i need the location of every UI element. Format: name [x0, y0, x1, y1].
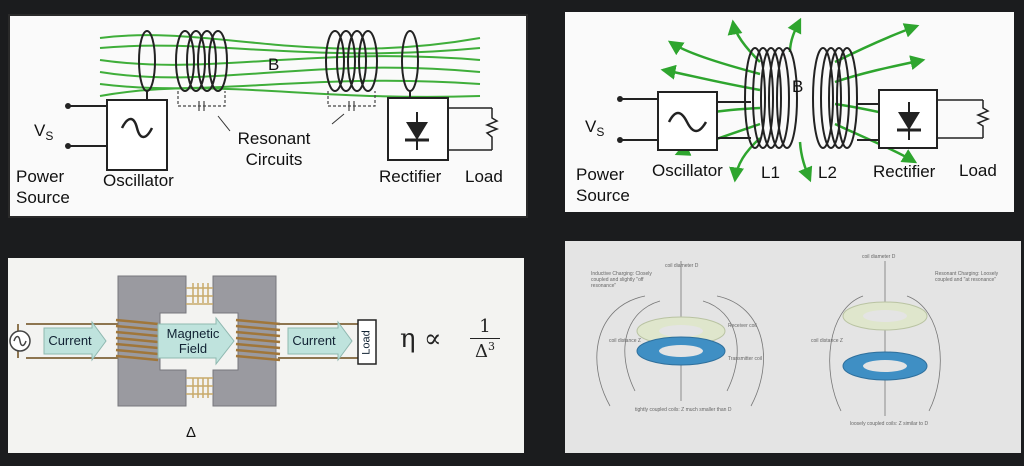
fraction-numerator: 1: [479, 316, 491, 337]
coil-right-single: [401, 30, 419, 92]
inductive-circuit-diagram: [617, 17, 991, 183]
coil-l1-label: L1: [761, 163, 780, 182]
formula-fraction: 1 Δ3: [470, 316, 500, 362]
panel-coil-distance: coil diameter D Inductive Charging: Clos…: [565, 241, 1021, 453]
terminal-bottom: [65, 143, 71, 149]
current-arrow-left: [43, 320, 107, 362]
resonant-circuit-diagram: [65, 30, 500, 171]
field-label: B: [268, 55, 280, 74]
winding-right: [235, 318, 281, 362]
field-lines-right: [829, 261, 941, 416]
right-caption: loosely coupled coils: Z similar to D: [850, 421, 929, 427]
sine-icon: [120, 117, 154, 139]
load-box: [357, 319, 377, 365]
left-caption: tightly coupled coils: Z much smaller th…: [635, 407, 732, 413]
field-arrow: [157, 316, 235, 366]
voltage-source-label: VS: [34, 121, 54, 143]
winding-left: [115, 318, 159, 362]
right-distance-label: coil distance Z: [811, 338, 843, 344]
pointer-arrows: [217, 113, 345, 132]
diode-icon: [897, 102, 921, 140]
core-right: [212, 275, 277, 407]
field-lines-left: [596, 261, 764, 407]
current-left-label: Current: [48, 333, 92, 348]
coil-left-resonant: [175, 30, 228, 92]
coil-distance-diagram: [596, 261, 941, 416]
voltage-source-label: VS: [585, 117, 605, 139]
current-right-label: Current: [292, 333, 336, 348]
terminal-top: [65, 103, 71, 109]
rectifier-label: Rectifier: [873, 162, 936, 181]
efficiency-formula: η ∝: [400, 324, 442, 354]
oscillator-label: Oscillator: [103, 171, 174, 190]
magnetic-field-lines: [99, 34, 481, 98]
core-coupling-diagram: [9, 275, 377, 407]
resonant-capacitor-right: [327, 91, 376, 111]
coil-l1: [744, 47, 798, 149]
rectifier-label: Rectifier: [379, 167, 442, 186]
oscillator-label: Oscillator: [652, 161, 723, 180]
coil-left-single: [138, 30, 156, 92]
coil-right-resonant: [325, 30, 378, 92]
receiver-coil-label: Receiver coil: [728, 323, 757, 329]
load-resistor: [937, 99, 991, 139]
coil-l2-label: L2: [818, 163, 837, 182]
sine-icon: [667, 111, 708, 133]
diode-icon: [405, 112, 429, 150]
gap-flux-lines: [186, 287, 213, 395]
current-arrow-right: [287, 320, 353, 362]
gap-label: Δ: [186, 424, 197, 441]
left-diameter-label: coil diameter D: [665, 263, 699, 269]
right-diameter-label: coil diameter D: [862, 254, 896, 260]
right-title: Resonant Charging: Loosely coupled and "…: [935, 271, 999, 283]
left-distance-label: coil distance Z: [609, 338, 641, 344]
load-resistor: [448, 107, 500, 151]
field-label: B: [792, 77, 804, 96]
transmitter-coil-label: Transmitter coil: [728, 356, 762, 362]
source-wires: [620, 98, 879, 141]
load-label: Load: [465, 167, 503, 186]
load-label: Load: [959, 161, 997, 180]
coil-l2: [812, 47, 858, 149]
wires: [17, 323, 358, 359]
load-label: Load: [360, 330, 373, 355]
fraction-denominator: Δ3: [475, 340, 495, 362]
resonant-capacitor-left: [177, 91, 226, 111]
left-title: Inductive Charging: Closely coupled and …: [591, 271, 652, 289]
oscillator-box: [106, 99, 168, 171]
